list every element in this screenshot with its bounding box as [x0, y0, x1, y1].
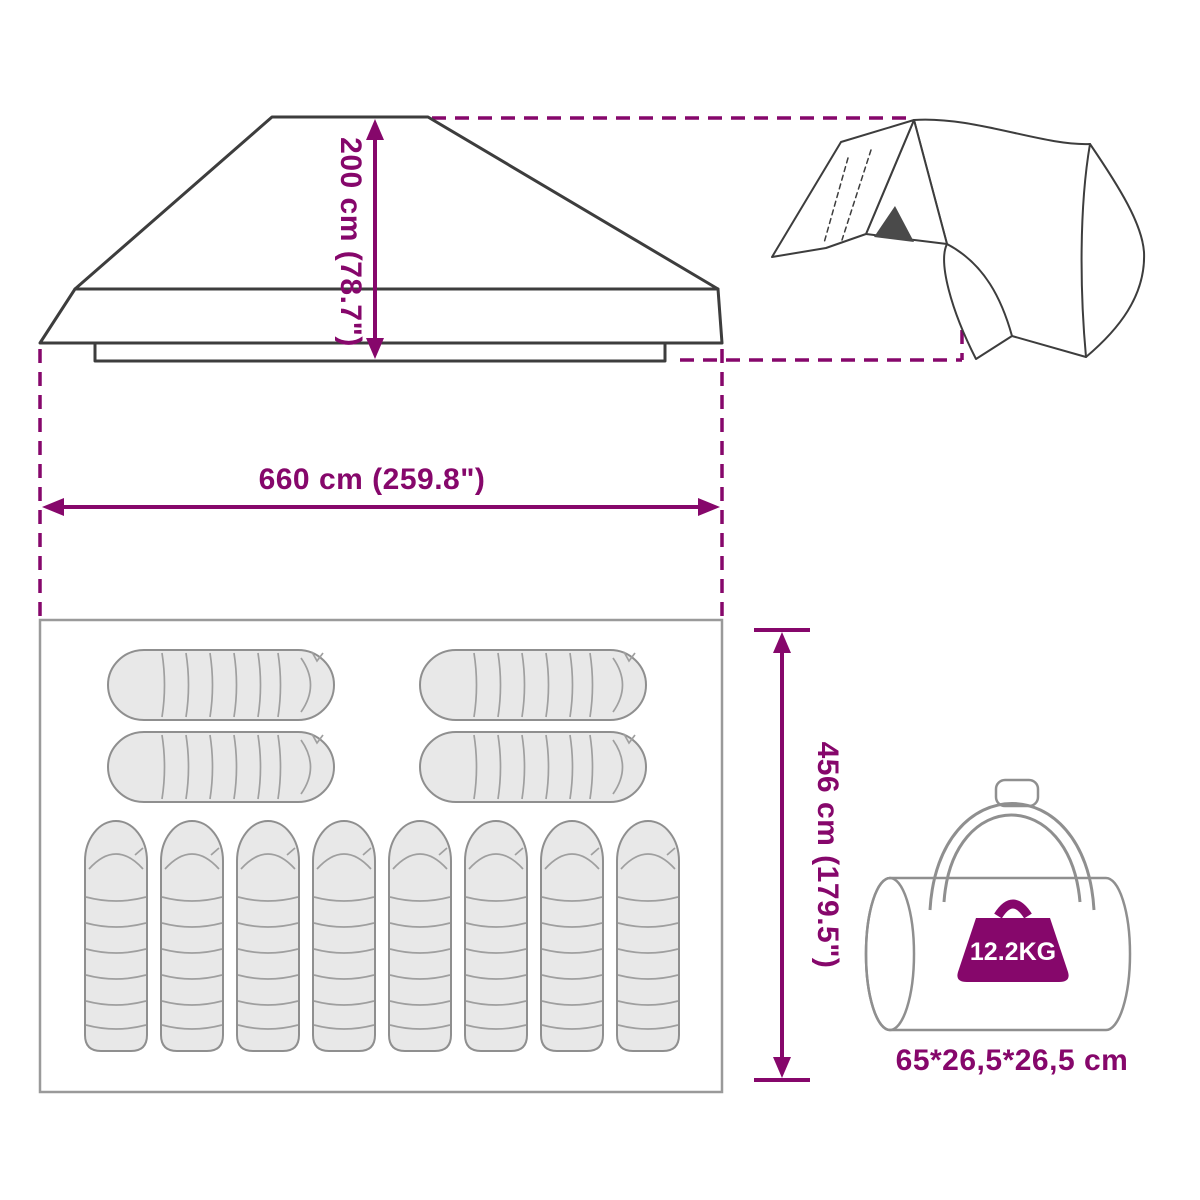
width-label: 660 cm (259.8") — [259, 463, 486, 496]
tent-fold-line-1 — [841, 149, 872, 241]
tent-side-view — [38, 115, 724, 363]
tent-front-seam — [946, 243, 1013, 337]
height-dimension: 200 cm (78.7") — [334, 119, 384, 359]
package-size-label: 65*26,5*26,5 cm — [896, 1044, 1129, 1077]
sleeping-bag-vertical — [84, 820, 148, 1052]
weight-label: 12.2KG — [970, 938, 1056, 966]
bag-end-cap — [864, 876, 916, 1032]
roof-outline — [38, 115, 724, 345]
depth-arrowhead-top — [773, 632, 791, 653]
depth-label: 456 cm (179.5") — [811, 742, 844, 969]
sleeping-bag-vertical — [160, 820, 224, 1052]
sleeping-bag-vertical — [464, 820, 528, 1052]
width-arrowhead-left — [42, 498, 64, 516]
sleeping-bag-horizontal — [107, 731, 335, 803]
height-arrowhead-top — [366, 119, 384, 140]
sleeping-bag-vertical — [540, 820, 604, 1052]
tent-right-seam — [1080, 143, 1091, 358]
bag-handle-grip — [994, 778, 1040, 808]
sleeping-bag-vertical — [388, 820, 452, 1052]
sleeping-bag-horizontal — [107, 649, 335, 721]
weight-icon-handle — [994, 899, 1032, 919]
tent-fold-line-2 — [823, 157, 849, 244]
depth-dimension: 456 cm (179.5") — [754, 628, 844, 1082]
sleeping-bag-vertical — [236, 820, 300, 1052]
tent-left-panel — [771, 119, 915, 258]
sleeping-bag-horizontal — [419, 731, 647, 803]
weight-icon — [957, 918, 1069, 982]
tent-door-shadow — [874, 206, 914, 242]
sleeping-bag-vertical — [616, 820, 680, 1052]
assembled-tent-sketch — [771, 118, 1146, 360]
width-arrowhead-right — [698, 498, 720, 516]
tent-right-panel — [913, 118, 1146, 360]
carry-bag: 12.2KG 65*26,5*26,5 cm — [864, 778, 1132, 1077]
sleeping-bag-vertical — [312, 820, 376, 1052]
bag-handle-inner — [942, 813, 1082, 903]
height-label: 200 cm (78.7") — [334, 137, 367, 347]
depth-arrowhead-bottom — [773, 1057, 791, 1078]
width-dimension: 660 cm (259.8") — [42, 463, 720, 516]
floor-plan — [38, 618, 724, 1094]
sleeping-bag-horizontal — [419, 649, 647, 721]
height-arrowhead-bottom — [366, 338, 384, 359]
weight-badge: 12.2KG — [957, 899, 1069, 982]
tent-body-top-line — [93, 341, 667, 363]
bag-handle-outer — [928, 802, 1096, 911]
